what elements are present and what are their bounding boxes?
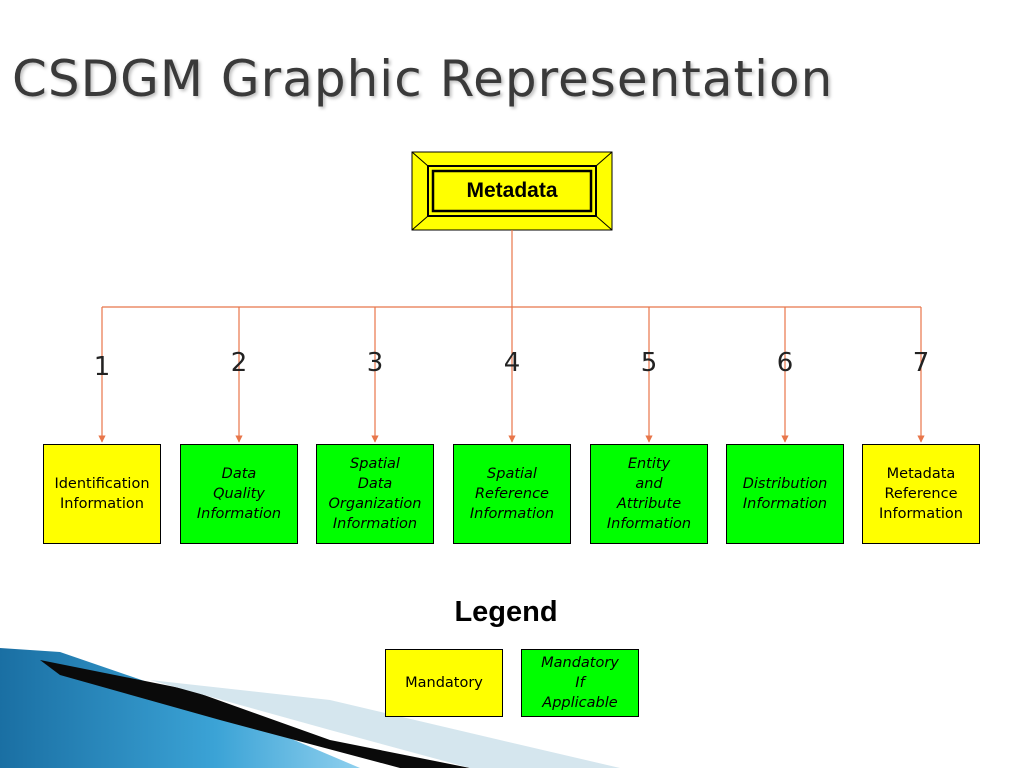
branch-number-5: 5 [640, 348, 658, 378]
legend-title: Legend [454, 596, 558, 628]
legend-mandatory-box: Mandatory [385, 649, 503, 717]
entity-and-attribute-information-box: Entity and Attribute Information [590, 444, 708, 544]
spatial-data-organization-information-box: Spatial Data Organization Information [316, 444, 434, 544]
branch-number-6: 6 [776, 348, 794, 378]
legend-mandatory-if-applicable-box: Mandatory If Applicable [521, 649, 639, 717]
identification-information-box: Identification Information [43, 444, 161, 544]
branch-number-2: 2 [230, 348, 248, 378]
metadata-root-label: Metadata [466, 179, 558, 202]
data-quality-information-box: Data Quality Information [180, 444, 298, 544]
page-title: CSDGM Graphic Representation [12, 50, 834, 108]
distribution-information-box: Distribution Information [726, 444, 844, 544]
metadata-root-box [411, 151, 613, 231]
branch-number-3: 3 [366, 348, 384, 378]
branch-number-1: 1 [93, 352, 111, 382]
connectors [98, 230, 925, 443]
corner-decoration [0, 648, 620, 768]
spatial-reference-information-box: Spatial Reference Information [453, 444, 571, 544]
branch-number-7: 7 [912, 348, 930, 378]
metadata-reference-information-box: Metadata Reference Information [862, 444, 980, 544]
branch-number-4: 4 [503, 348, 521, 378]
